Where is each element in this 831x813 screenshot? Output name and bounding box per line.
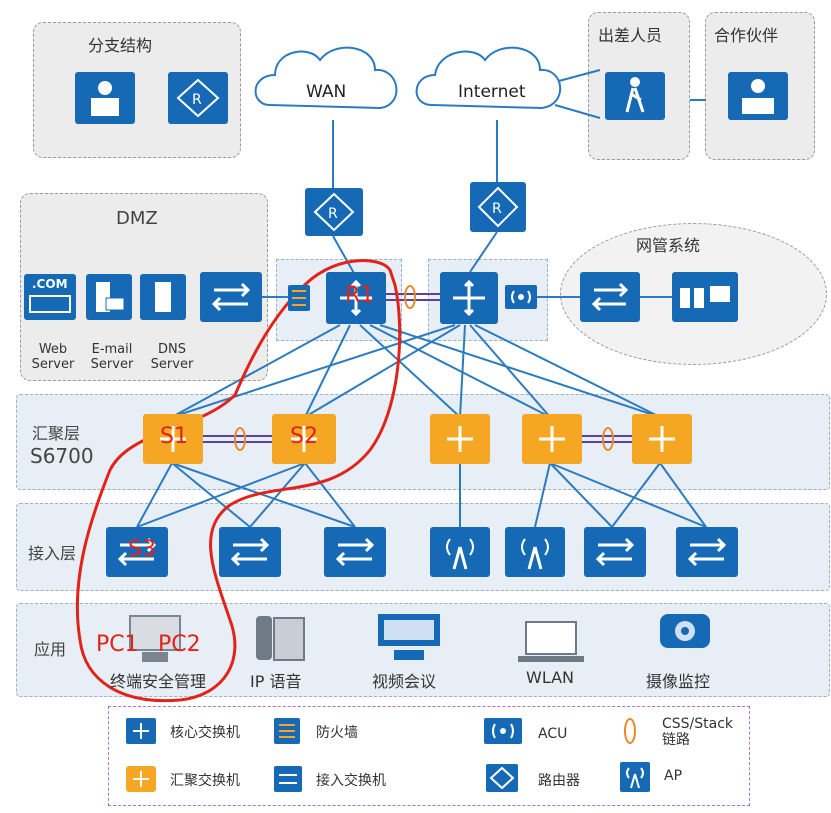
legend-firewall-icon: [274, 718, 300, 744]
annotation-pc2: PC2: [158, 632, 201, 657]
agg-switch-s2-icon: [272, 414, 336, 464]
access-switch-s3-icon: [106, 527, 168, 577]
internet-router-icon: R: [470, 182, 526, 232]
svg-text:R: R: [192, 92, 202, 108]
legend-agg-switch-icon: [126, 766, 156, 792]
traveler-icon: [605, 72, 665, 120]
ap-2-icon: [505, 527, 565, 577]
aggregation-model-label: S6700: [30, 444, 94, 468]
svg-text:R: R: [328, 206, 338, 222]
aggregation-layer-label: 汇聚层: [32, 424, 81, 443]
ip-phone-icon: [250, 612, 310, 664]
legend-ap-label: AP: [664, 768, 683, 784]
legend-core-switch-icon: [126, 718, 156, 744]
annotation-s1: S1: [160, 424, 188, 449]
ap-1-icon: [430, 527, 490, 577]
acu-icon: [505, 285, 537, 309]
annotation-pc1: PC1: [96, 632, 139, 657]
legend-agg-switch-label: 汇聚交换机: [170, 773, 240, 789]
agg-switch-4-icon: [522, 414, 582, 464]
web-server-label: Web Server: [31, 342, 75, 372]
legend-router-label: 路由器: [538, 773, 580, 789]
email-server-icon: [86, 274, 132, 320]
wan-router-icon: R: [305, 188, 363, 236]
legend-stack-label: CSS/Stack 链路: [662, 716, 734, 748]
agg-switch-5-icon: [632, 414, 692, 464]
app-label-video-conference: 视频会议: [372, 672, 437, 691]
com-label: .COM: [32, 277, 68, 291]
legend-access-switch-icon: [274, 766, 302, 792]
camera-icon: [652, 608, 718, 664]
branch-router-icon: R: [168, 72, 228, 124]
branch-title: 分支结构: [88, 36, 153, 55]
legend-access-switch-label: 接入交换机: [316, 773, 386, 789]
access-layer-label: 接入层: [28, 544, 77, 563]
access-switch-2-icon: [219, 527, 281, 577]
agg-switch-s1-icon: [143, 414, 203, 464]
partner-icon: [728, 72, 788, 120]
app-label-terminal-security: 终端安全管理: [110, 672, 207, 691]
annotation-r1: R1: [345, 283, 375, 308]
dmz-switch-icon: [200, 272, 262, 322]
nms-title: 网管系统: [636, 236, 701, 255]
access-switch-4-icon: [584, 527, 646, 577]
dmz-title: DMZ: [116, 208, 158, 229]
annotation-s3: S3: [128, 537, 156, 562]
core-switch-1-icon: [326, 272, 386, 324]
core-switch-2-icon: [440, 272, 498, 324]
legend-acu-label: ACU: [538, 726, 568, 742]
legend-acu-icon: [484, 718, 522, 744]
application-layer-label: 应用: [34, 640, 67, 659]
partner-title: 合作伙伴: [714, 26, 779, 45]
nms-switch-icon: [580, 272, 640, 322]
firewall-icon: [288, 285, 310, 311]
dns-server-icon: [140, 274, 186, 320]
legend-ap-icon: [620, 762, 650, 792]
worker-icon: [75, 72, 135, 124]
wan-label: WAN: [306, 82, 347, 102]
legend-core-switch-label: 核心交换机: [170, 725, 240, 741]
laptop-icon: [516, 618, 586, 664]
email-server-label: E-mail Server: [90, 342, 134, 372]
app-label-ip-voice: IP 语音: [250, 672, 302, 691]
legend-stack-icon: [622, 716, 638, 746]
video-conference-icon: [374, 610, 444, 664]
annotation-s2: S2: [290, 424, 318, 449]
access-switch-3-icon: [324, 527, 386, 577]
access-switch-5-icon: [676, 527, 738, 577]
nms-server-icon: [672, 272, 738, 322]
web-server-icon: .COM: [24, 274, 76, 320]
pc-icon: [120, 612, 190, 666]
dns-server-label: DNS Server: [150, 342, 194, 372]
legend-firewall-label: 防火墙: [316, 725, 358, 741]
internet-label: Internet: [458, 82, 526, 102]
app-label-wlan: WLAN: [526, 668, 575, 687]
svg-text:R: R: [492, 201, 502, 217]
travel-title: 出差人员: [598, 26, 663, 45]
app-label-camera: 摄像监控: [646, 672, 711, 691]
agg-switch-3-icon: [430, 414, 490, 464]
legend-router-icon: [486, 764, 518, 792]
